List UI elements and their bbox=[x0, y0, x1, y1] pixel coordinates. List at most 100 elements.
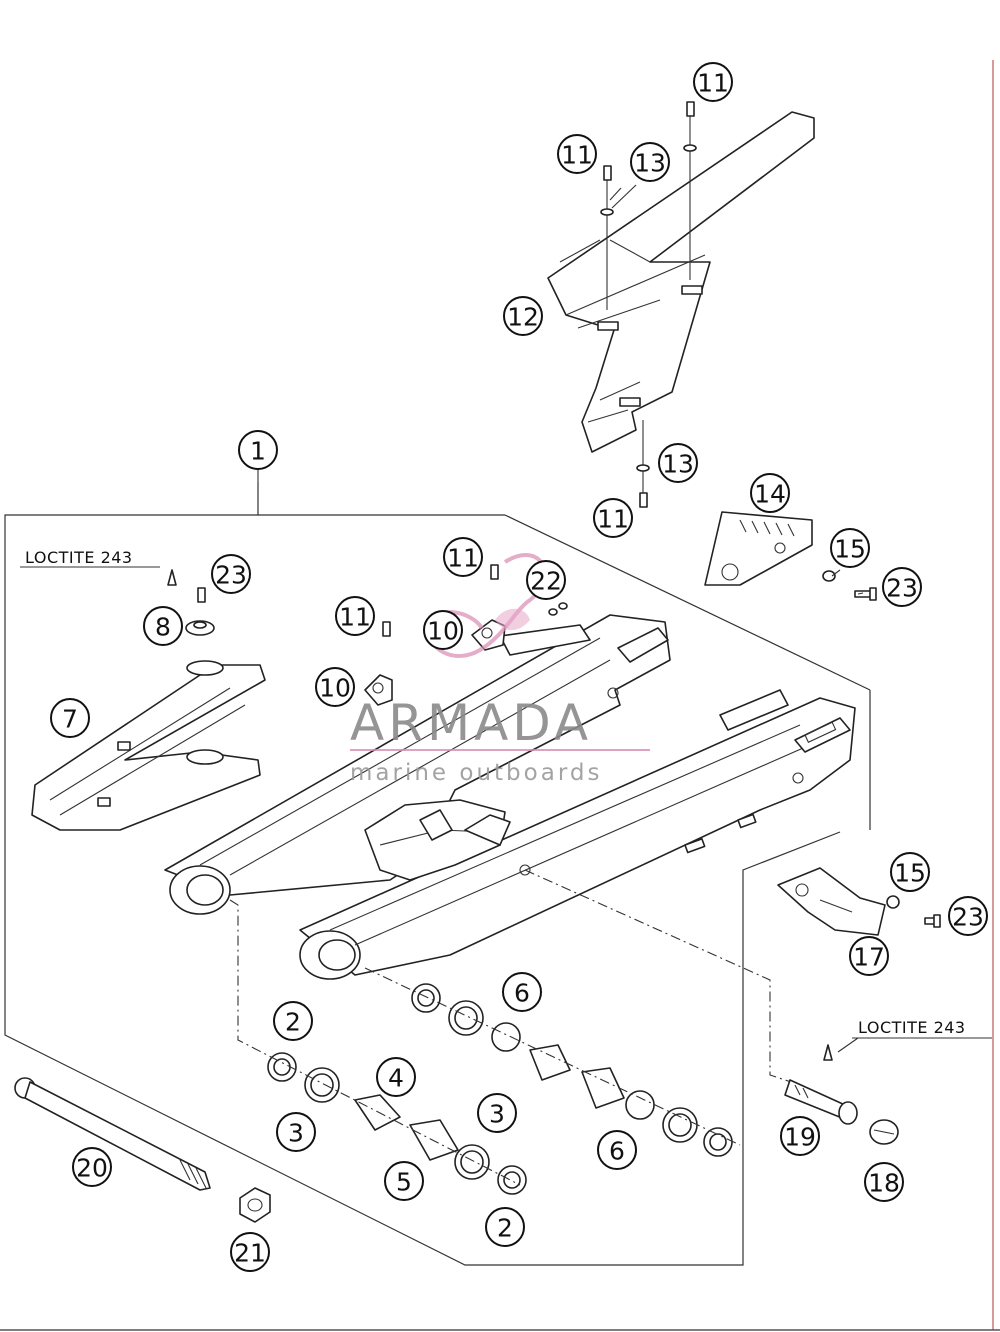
callout-number: 11 bbox=[339, 603, 371, 632]
callout-circle bbox=[376, 1057, 416, 1097]
watermark-subtitle: marine outboards bbox=[350, 760, 602, 786]
callout-number: 5 bbox=[396, 1168, 412, 1197]
callout-23: 23 bbox=[882, 567, 922, 607]
nut-8 bbox=[185, 620, 215, 636]
bolt-11-swingarm-right bbox=[490, 564, 499, 580]
callout-number: 13 bbox=[662, 450, 694, 479]
callout-circle bbox=[597, 1130, 637, 1170]
dashed-line-left-pivot bbox=[229, 899, 521, 1186]
callout-circle bbox=[230, 1232, 270, 1272]
chain-guide-lower bbox=[777, 867, 886, 936]
loctite-tube-right bbox=[823, 1044, 833, 1061]
bracket-10-left bbox=[364, 674, 393, 706]
callout-circle bbox=[238, 430, 278, 470]
loctite-left-label: LOCTITE 243 bbox=[25, 548, 133, 567]
callout-23: 23 bbox=[211, 554, 251, 594]
callout-circle bbox=[503, 296, 543, 336]
callout-number: 11 bbox=[697, 69, 729, 98]
callout-circle bbox=[693, 62, 733, 102]
callout-number: 23 bbox=[886, 574, 918, 603]
callout-circle bbox=[211, 554, 251, 594]
callout-2: 2 bbox=[485, 1207, 525, 1247]
nuts-22 bbox=[548, 602, 568, 616]
callout-number: 12 bbox=[507, 303, 539, 332]
callout-number: 19 bbox=[784, 1123, 816, 1152]
callout-number: 21 bbox=[234, 1239, 266, 1268]
callout-number: 13 bbox=[634, 149, 666, 178]
callout-number: 11 bbox=[561, 141, 593, 170]
callout-circle bbox=[315, 667, 355, 707]
callout-number: 8 bbox=[155, 613, 171, 642]
callout-number: 22 bbox=[530, 567, 562, 596]
callout-number: 11 bbox=[447, 544, 479, 573]
callout-number: 15 bbox=[834, 535, 866, 564]
callout-11: 11 bbox=[557, 134, 597, 174]
assembly-frame bbox=[4, 482, 841, 1266]
chain-guard-fasteners bbox=[600, 101, 697, 508]
callout-number: 3 bbox=[489, 1100, 505, 1129]
callout-13: 13 bbox=[630, 142, 670, 182]
bolt-23-right-top bbox=[854, 587, 877, 601]
callout-number: 2 bbox=[285, 1008, 301, 1037]
callout-circle bbox=[830, 528, 870, 568]
callout-number: 10 bbox=[427, 617, 459, 646]
callout-number: 14 bbox=[754, 480, 786, 509]
callout-circle bbox=[423, 610, 463, 650]
callout-8: 8 bbox=[143, 606, 183, 646]
dashed-line-axle bbox=[524, 869, 801, 1086]
loctite-right-label: LOCTITE 243 bbox=[858, 1018, 966, 1037]
callout-circle bbox=[882, 567, 922, 607]
cap-18 bbox=[869, 1119, 899, 1145]
callout-22: 22 bbox=[526, 560, 566, 600]
callout-circle bbox=[335, 596, 375, 636]
callout-6: 6 bbox=[597, 1130, 637, 1170]
callout-circle bbox=[477, 1093, 517, 1133]
callout-circle bbox=[485, 1207, 525, 1247]
bolt-11-swingarm-left bbox=[382, 621, 391, 637]
callout-20: 20 bbox=[72, 1147, 112, 1187]
callout-circle bbox=[384, 1161, 424, 1201]
callout-circle bbox=[849, 936, 889, 976]
dashed-line-right-pivot bbox=[364, 967, 741, 1146]
callout-18: 18 bbox=[864, 1162, 904, 1202]
callout-2: 2 bbox=[273, 1001, 313, 1041]
loctite-right-leader bbox=[837, 1037, 859, 1053]
callout-14: 14 bbox=[750, 473, 790, 513]
callout-11: 11 bbox=[593, 498, 633, 538]
callout-leaders bbox=[257, 187, 864, 595]
callout-number: 10 bbox=[319, 674, 351, 703]
callout-circle bbox=[276, 1112, 316, 1152]
washer-15-lower bbox=[886, 895, 900, 909]
callout-number: 18 bbox=[868, 1169, 900, 1198]
callout-number: 6 bbox=[514, 979, 530, 1008]
callout-circle bbox=[143, 606, 183, 646]
callout-circle bbox=[273, 1001, 313, 1041]
callout-circle bbox=[890, 852, 930, 892]
swingarm-axle bbox=[14, 1077, 211, 1191]
callout-number: 23 bbox=[952, 903, 984, 932]
callout-15: 15 bbox=[830, 528, 870, 568]
callout-number: 2 bbox=[497, 1214, 513, 1243]
bolt-23-right-lower bbox=[924, 914, 941, 928]
assembly-frame-diagonal bbox=[504, 514, 871, 691]
callout-6: 6 bbox=[502, 972, 542, 1012]
bolt-23-left bbox=[197, 587, 206, 603]
callout-3: 3 bbox=[477, 1093, 517, 1133]
callout-13: 13 bbox=[658, 443, 698, 483]
chain-slider-plate bbox=[704, 511, 813, 586]
callout-number: 6 bbox=[609, 1137, 625, 1166]
callout-number: 7 bbox=[62, 705, 78, 734]
callout-circle bbox=[948, 896, 988, 936]
callout-12: 12 bbox=[503, 296, 543, 336]
callout-5: 5 bbox=[384, 1161, 424, 1201]
callout-21: 21 bbox=[230, 1232, 270, 1272]
callout-number: 23 bbox=[215, 561, 247, 590]
callout-number: 15 bbox=[894, 859, 926, 888]
swingarm bbox=[164, 614, 856, 980]
callout-number: 11 bbox=[597, 505, 629, 534]
callout-circle bbox=[50, 698, 90, 738]
callout-number: 17 bbox=[853, 943, 885, 972]
callout-15: 15 bbox=[890, 852, 930, 892]
callout-11: 11 bbox=[335, 596, 375, 636]
